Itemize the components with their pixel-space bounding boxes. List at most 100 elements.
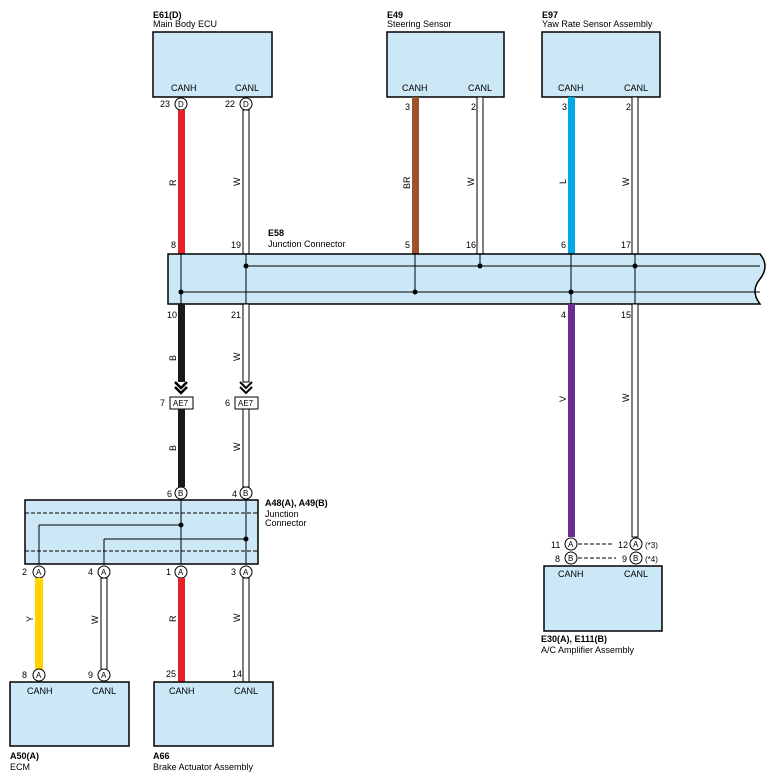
ac-note-a: (*3) (645, 541, 658, 550)
e58-pin-15: 15 (621, 310, 631, 320)
main-body-ecu-box (152, 31, 273, 98)
a48-top-tag-right (239, 486, 253, 500)
ecm-pin-canh: 8 (22, 670, 27, 680)
steering-sensor-pin-canl: 2 (471, 102, 476, 112)
ac-tag-a-left (564, 537, 578, 551)
ae7-chevron-left (174, 381, 188, 395)
ae7-label-left: AE7 (173, 399, 189, 408)
e58-pin-17: 17 (621, 240, 631, 250)
e58-pin-8: 8 (171, 240, 176, 250)
ac-tag-b-right (629, 551, 643, 565)
ae7-pin-right: 6 (225, 398, 230, 408)
junction-connector-a48: 6 B 4 B A48(A), A49(B) Junction Connecto… (22, 486, 328, 579)
steering-sensor-pin-canh: 3 (405, 102, 410, 112)
ae7-pin-left: 7 (160, 398, 165, 408)
wire-label-w-7: W (232, 613, 242, 622)
ac-tag-b-left-text: B (568, 554, 573, 563)
wire-label-w-6: W (90, 615, 100, 624)
wire-label-b-1: B (168, 355, 178, 361)
e58-pin-4: 4 (561, 310, 566, 320)
steering-sensor-box (386, 31, 505, 98)
wire-label-w-4: W (232, 352, 242, 361)
wire-label-w-3: W (621, 177, 631, 186)
a48-bottom-pin-2: 2 (22, 567, 27, 577)
wire-canh-black-1 (178, 304, 185, 382)
yaw-rate-sensor-pin-canh: 3 (562, 102, 567, 112)
ecm-pin-tag (97, 668, 111, 682)
a48-bottom-tag-text: A (36, 568, 42, 577)
wire-label-r-2: R (168, 615, 178, 622)
wire-steering-canh-brown (412, 97, 419, 254)
wire-label-l: L (558, 179, 568, 184)
brake-name: Brake Actuator Assembly (153, 762, 254, 772)
ac-canl-label: CANL (624, 569, 648, 579)
wire-yaw-canh-blue (568, 97, 575, 254)
wire-brake-canl-white (242, 577, 250, 683)
a48-code: A48(A), A49(B) (265, 498, 328, 508)
ac-tag-a-right-text: A (633, 540, 639, 549)
wire-brake-canh-red (178, 578, 185, 682)
ecm-code: A50(A) (10, 751, 39, 761)
ecm-canh-label: CANH (27, 686, 53, 696)
e58-pin-19: 19 (231, 240, 241, 250)
ac-note-b: (*4) (645, 555, 658, 564)
a48-bottom-tag-text: A (101, 568, 107, 577)
main-body-ecu-code: E61(D) (153, 10, 182, 20)
wire-label-r-1: R (168, 179, 178, 186)
e58-box (167, 253, 766, 305)
yaw-rate-sensor-canl-label: CANL (624, 83, 648, 93)
steering-sensor: E49 Steering Sensor CANH CANL 3 2 (386, 10, 505, 112)
e58-pin-21: 21 (231, 310, 241, 320)
a48-bottom-pin-1: 1 (166, 567, 171, 577)
yaw-rate-sensor: E97 Yaw Rate Sensor Assembly CANH CANL 3… (541, 10, 661, 112)
e58-pin-16: 16 (466, 240, 476, 250)
a48-name-line1: Junction (265, 509, 299, 519)
connector-ae7: 7 AE7 6 AE7 (160, 396, 259, 410)
a48-bottom-tag-text: A (243, 568, 249, 577)
wire-label-w-8: W (621, 393, 631, 402)
ecm-box (9, 681, 130, 747)
steering-sensor-name: Steering Sensor (387, 19, 452, 29)
a48-bottom-pin-3: 3 (231, 567, 236, 577)
main-body-ecu-name: Main Body ECU (153, 19, 217, 29)
wire-label-y: Y (25, 616, 35, 622)
ecm-tag-canh: A (36, 671, 42, 680)
brake-canh-label: CANH (169, 686, 195, 696)
a48-top-tag-right-text: B (243, 489, 248, 498)
wire-steering-canl-white (476, 96, 484, 255)
main-body-ecu-canl-label: CANL (235, 83, 259, 93)
a48-name-line2: Connector (265, 518, 307, 528)
ecm-canl-label: CANL (92, 686, 116, 696)
a48-junction-dot (243, 536, 249, 542)
ae7-chevron-right (239, 381, 253, 395)
ac-pin-a-left: 11 (551, 540, 560, 550)
a48-top-tag-left (174, 486, 188, 500)
wire-label-br: BR (402, 176, 412, 189)
ecm-pin-tag (32, 668, 46, 682)
e58-junction-dot (412, 289, 418, 295)
e58-code: E58 (268, 228, 284, 238)
a48-box (24, 499, 259, 565)
ac-pin-b-right: 9 (622, 554, 627, 564)
main-body-ecu-pin-canh: 23 (160, 99, 170, 109)
a48-top-pin-right: 4 (232, 489, 237, 499)
brake-code: A66 (153, 751, 170, 761)
e58-junction-dot (568, 289, 574, 295)
ac-tag-a-left-text: A (568, 540, 574, 549)
wire-label-w-5: W (232, 442, 242, 451)
steering-sensor-canh-label: CANH (402, 83, 428, 93)
ac-code: E30(A), E111(B) (541, 634, 607, 644)
ac-tag-b-right-text: B (633, 554, 638, 563)
e58-junction-dot (178, 289, 184, 295)
wire-canl-white-3 (242, 408, 250, 488)
wire-label-w-2: W (466, 177, 476, 186)
wire-canh-black-2 (178, 409, 185, 487)
wire-label-v: V (558, 396, 568, 402)
wire-label-w-1: W (232, 177, 242, 186)
brake-box (153, 681, 274, 747)
brake-pin-canl: 14 (232, 669, 242, 679)
main-body-ecu-canh-label: CANH (171, 83, 197, 93)
ac-amplifier: 11 A 12 A (*3) 8 B 9 B (*4) CANH CANL E3… (541, 537, 663, 655)
steering-sensor-canl-label: CANL (468, 83, 492, 93)
yaw-rate-sensor-canh-label: CANH (558, 83, 584, 93)
